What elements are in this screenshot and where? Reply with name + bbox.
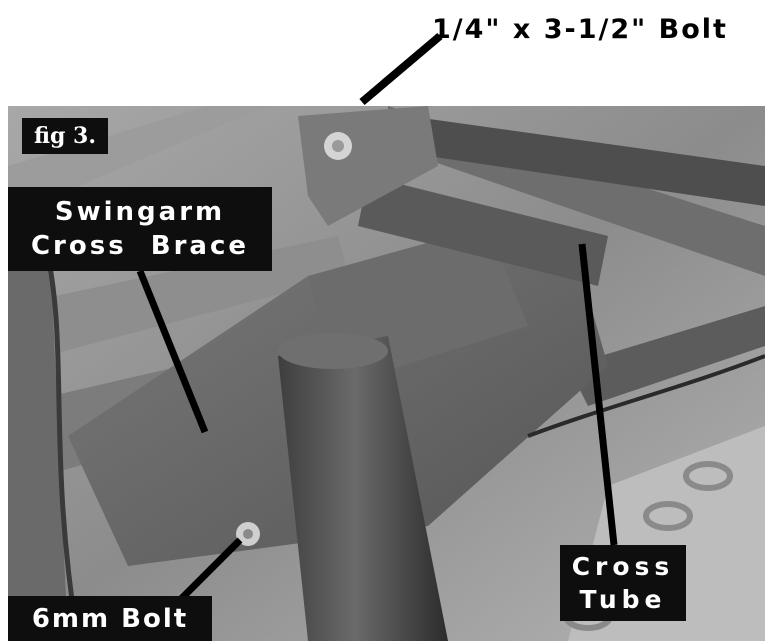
cross-tube-callout: Cross Tube — [560, 545, 686, 621]
swingarm-brace-line-2: Cross Brace — [30, 231, 250, 261]
figure-label: fig 3. — [22, 118, 108, 154]
cross-tube-line-2: Tube — [579, 585, 667, 614]
swingarm-brace-line-1: Swingarm — [54, 197, 226, 227]
swingarm-brace-callout: Swingarm Cross Brace — [8, 187, 272, 271]
small-bolt-callout: 6mm Bolt — [8, 596, 212, 641]
top-bolt-leader — [359, 32, 443, 106]
cross-tube-line-1: Cross — [571, 552, 675, 581]
top-bolt-callout: 1/4" x 3-1/2" Bolt — [432, 14, 728, 45]
